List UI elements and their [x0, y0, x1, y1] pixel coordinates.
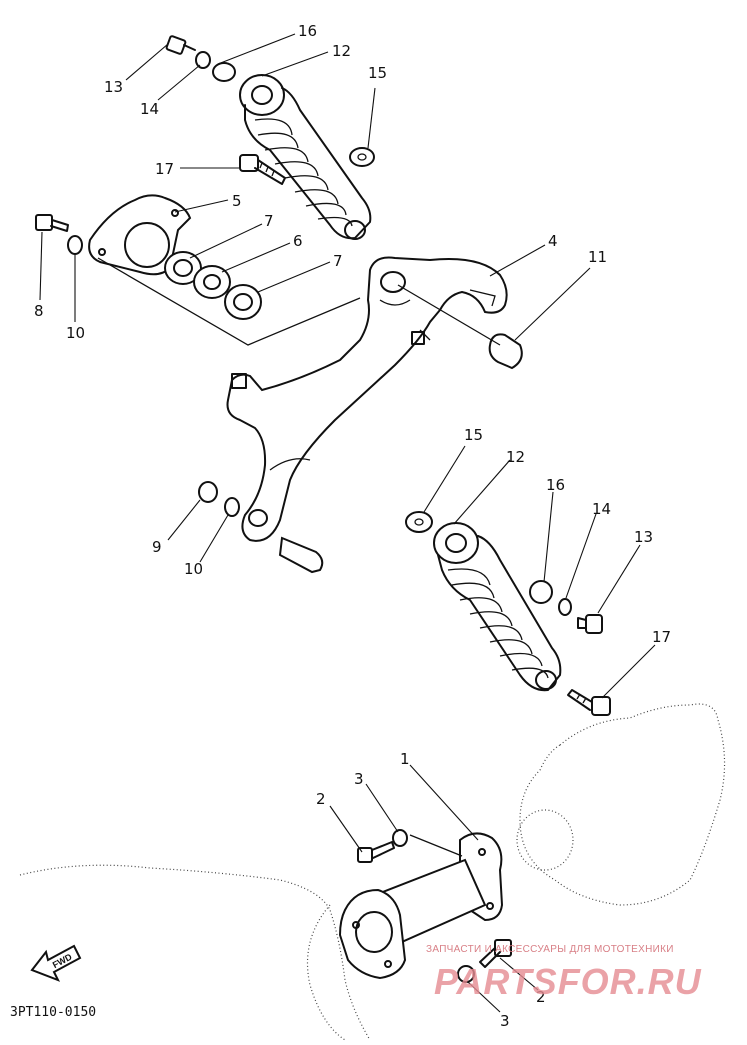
assembly-line-collar	[397, 284, 501, 346]
shock-absorber-upper	[239, 74, 372, 240]
callout-12-upper: 12	[332, 42, 351, 60]
callout-7-a: 7	[264, 212, 274, 230]
bearing-7-a	[164, 251, 202, 285]
bolt-13-lower	[577, 614, 603, 634]
callout-6: 6	[293, 232, 303, 250]
engine-outline-lower-2	[306, 904, 346, 1041]
engine-boss-circle	[516, 809, 574, 871]
bolt-swing-lower	[278, 536, 324, 574]
watermark: ЗАПЧАСТИ И АКСЕССУАРЫ ДЛЯ МОТОТЕХНИКИ PA…	[426, 944, 702, 1002]
pipe-bracket-1	[338, 832, 504, 980]
bolt-17-lower	[567, 689, 611, 716]
bracket-5	[88, 194, 192, 276]
callout-8: 8	[34, 302, 44, 320]
callout-16-upper: 16	[298, 22, 317, 40]
callout-14-lower: 14	[592, 500, 611, 518]
callout-10-mid: 10	[184, 560, 203, 578]
collar-6	[193, 265, 231, 299]
washer-10-left	[67, 235, 83, 255]
callout-15-upper: 15	[368, 64, 387, 82]
washer-3-upper	[392, 829, 408, 847]
callout-13-lower: 13	[634, 528, 653, 546]
callout-1: 1	[400, 750, 410, 768]
washer-16-upper	[212, 62, 236, 82]
washer-16-lower	[529, 580, 553, 604]
callout-14-upper: 14	[140, 100, 159, 118]
callout-numbers: 16 12 13 14 15 17 5 7 6 7 4 11 8 10 15 1…	[34, 22, 671, 1030]
callout-17-upper: 17	[155, 160, 174, 178]
callout-16-lower: 16	[546, 476, 565, 494]
washer-15-lower	[405, 511, 433, 533]
bolt-8	[35, 214, 69, 232]
bolt-13-upper	[165, 35, 196, 55]
collar-11	[488, 333, 523, 370]
bolt-2-upper	[357, 841, 395, 863]
callout-7-b: 7	[333, 252, 343, 270]
assembly-line-pipe	[409, 834, 463, 857]
callout-17-lower: 17	[652, 628, 671, 646]
callout-5: 5	[232, 192, 242, 210]
callout-13-upper: 13	[104, 78, 123, 96]
callout-2-lower: 2	[536, 988, 546, 1006]
watermark-brand: PARTSFOR.RU	[434, 961, 702, 1002]
swing-arm-4	[226, 256, 508, 542]
diagram-code: 3PT110-0150	[10, 1005, 96, 1020]
callout-3-upper: 3	[354, 770, 364, 788]
washer-3-lower	[457, 965, 475, 983]
watermark-tagline: ЗАПЧАСТИ И АКСЕССУАРЫ ДЛЯ МОТОТЕХНИКИ	[426, 944, 674, 955]
callout-3-lower: 3	[500, 1012, 510, 1030]
callout-11: 11	[588, 248, 607, 266]
callout-12-lower: 12	[506, 448, 525, 466]
callout-9: 9	[152, 538, 162, 556]
bolt-2-lower	[479, 939, 512, 968]
callout-2-upper: 2	[316, 790, 326, 808]
nut-9	[198, 481, 218, 503]
engine-outline-right	[519, 703, 726, 906]
bolt-17-upper	[239, 154, 286, 185]
fwd-arrow-icon: FWD	[30, 944, 82, 982]
washer-14-lower	[558, 598, 572, 616]
washer-10-mid	[224, 497, 240, 517]
callout-15-lower: 15	[464, 426, 483, 444]
washer-15-upper	[349, 147, 375, 167]
leader-lines	[39, 33, 656, 1013]
bearing-7-b	[224, 284, 262, 320]
assembly-line-bracket	[97, 257, 361, 346]
washer-14-upper	[195, 51, 211, 69]
callout-4: 4	[548, 232, 558, 250]
shock-absorber-lower	[433, 522, 562, 692]
callout-10-left: 10	[66, 324, 85, 342]
